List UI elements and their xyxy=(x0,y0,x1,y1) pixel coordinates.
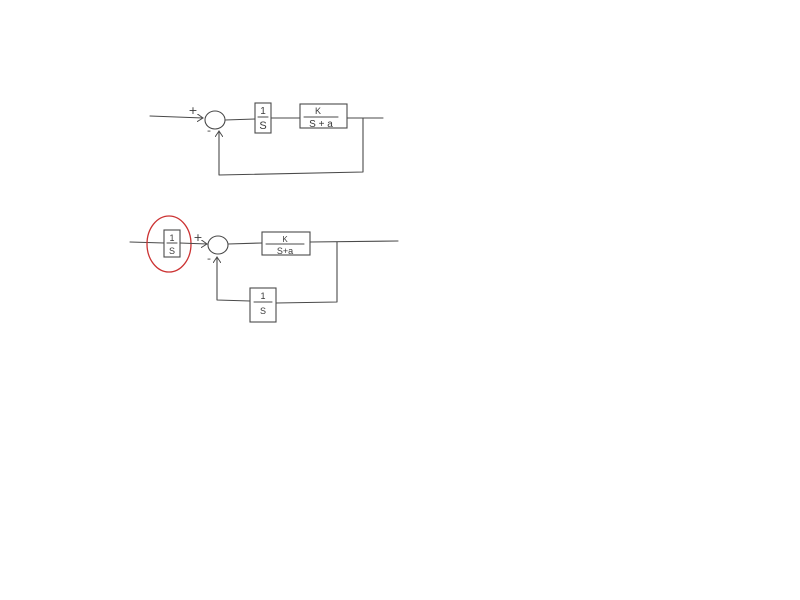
prefilter-highlight-circle xyxy=(146,215,192,273)
bottom-wire-sum-to-plant xyxy=(227,242,263,245)
bottom-prefilter-denominator: S xyxy=(169,246,175,256)
bottom-feedback-numerator: 1 xyxy=(260,291,265,301)
top-integrator-denominator: S xyxy=(259,120,266,132)
bottom-plant-denominator: S+a xyxy=(277,246,293,256)
bottom-sum-plus-sign: + xyxy=(193,231,202,244)
top-diagram: + - 1 S K S + a xyxy=(149,102,384,176)
top-plant-block: K S + a xyxy=(299,103,348,130)
top-summing-junction xyxy=(204,110,226,130)
top-plant-numerator: K xyxy=(315,106,321,116)
top-integrator-block: 1 S xyxy=(254,102,272,134)
bottom-prefilter-numerator: 1 xyxy=(169,233,174,243)
bottom-feedback-block: 1 S xyxy=(249,287,277,323)
top-wire-sum-to-integrator xyxy=(224,118,256,121)
bottom-plant-numerator: K xyxy=(282,235,288,244)
bottom-diagram: 1 S + - K S+a 1 S xyxy=(129,215,399,323)
top-integrator-numerator: 1 xyxy=(260,106,266,117)
top-input-line xyxy=(149,116,203,118)
bottom-plant-block: K S+a xyxy=(261,231,311,256)
bottom-feedback-denominator: S xyxy=(260,306,266,316)
bottom-wire-prefilter-to-sum xyxy=(179,243,207,244)
bottom-prefilter-block: 1 S xyxy=(163,229,181,258)
bottom-summing-junction xyxy=(207,235,229,255)
bottom-output-line xyxy=(309,240,399,243)
bottom-feedback-right-leg xyxy=(275,241,338,304)
top-sum-plus-sign: + xyxy=(188,104,197,117)
top-plant-denominator: S + a xyxy=(309,119,333,130)
bottom-feedback-left-leg xyxy=(217,257,251,302)
top-sum-minus-sign: - xyxy=(207,124,211,137)
bottom-sum-minus-sign: - xyxy=(207,252,211,265)
top-feedback-path xyxy=(219,117,364,176)
